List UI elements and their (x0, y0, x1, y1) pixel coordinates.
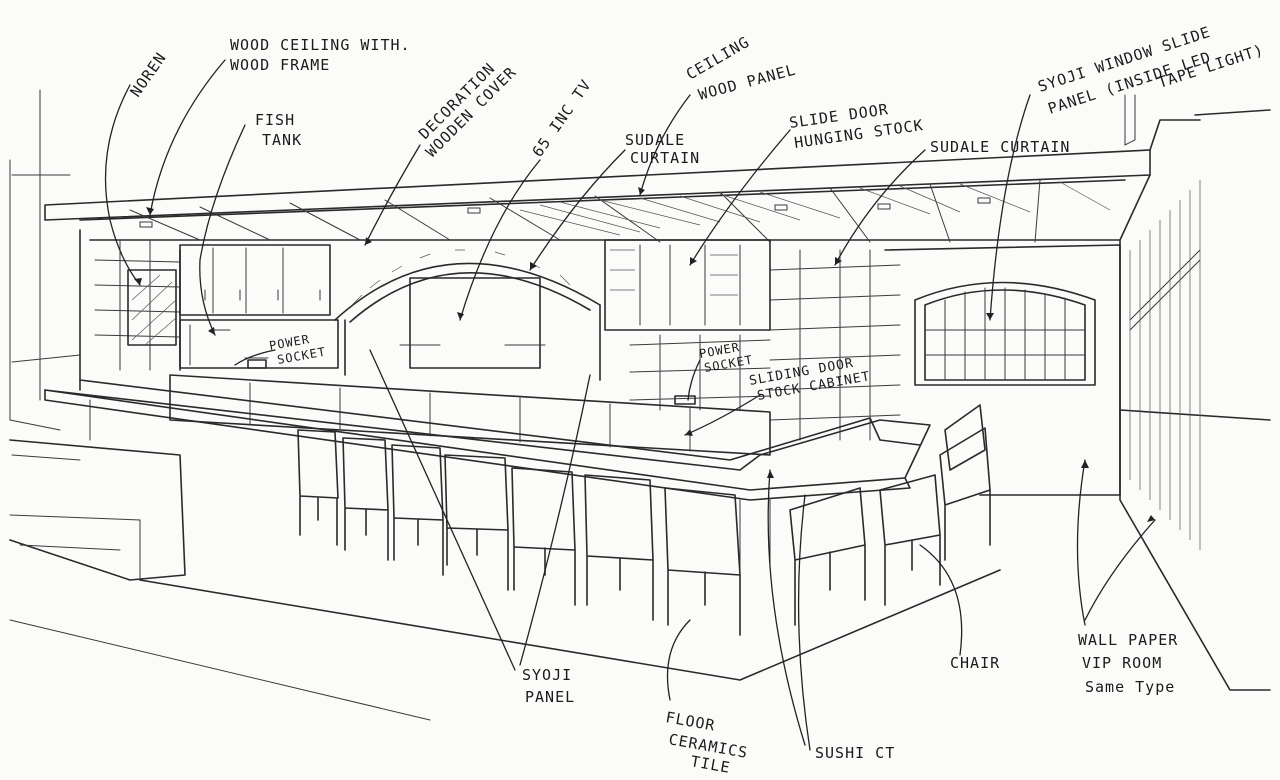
chair (939, 427, 991, 561)
arrowheads (134, 187, 1155, 522)
chair (342, 437, 389, 561)
label-syoji-panel-line2: PANEL (525, 688, 575, 706)
label-sudale-curtain-left-line2: CURTAIN (630, 149, 700, 167)
chair (789, 487, 866, 626)
chair (391, 444, 444, 576)
chair (444, 454, 509, 591)
upper-cabinet-right (604, 239, 771, 331)
upper-cabinet-left (179, 244, 331, 316)
chair-row (297, 404, 991, 636)
sushi-counter (44, 379, 931, 576)
chair (944, 404, 986, 471)
chair (879, 474, 941, 606)
floor-ceramics (9, 439, 1001, 721)
label-wall-paper-line3: Same Type (1085, 678, 1175, 696)
ceiling-wood-panel (79, 179, 1126, 243)
label-wood-ceiling-line2: WOOD FRAME (230, 56, 330, 74)
chair (511, 467, 576, 606)
annotation-labels: NOREN WOOD CEILING WITH. WOOD FRAME FISH… (127, 23, 1267, 777)
label-noren: NOREN (127, 49, 171, 100)
noren-curtain (127, 269, 177, 346)
tv-65-inch (399, 277, 546, 369)
syoji-window (914, 281, 1096, 386)
vip-room-wall (884, 180, 1201, 550)
label-sudale-curtain-right: SUDALE CURTAIN (930, 138, 1070, 156)
label-sudale-curtain-left-line1: SUDALE (625, 131, 685, 149)
label-sushi-ct: SUSHI CT (815, 744, 895, 762)
label-syoji-panel-line1: SYOJI (522, 666, 572, 684)
label-65inc-tv: 65 INC TV (529, 76, 596, 160)
label-fish-tank-line2: TANK (262, 131, 302, 149)
annotation-leaders (104, 59, 1156, 751)
label-wall-paper-line2: VIP ROOM (1082, 654, 1162, 672)
chair (584, 474, 654, 621)
chair (664, 487, 741, 636)
label-chair: CHAIR (950, 654, 1000, 672)
stock-cabinet (169, 359, 771, 456)
label-wood-ceiling-line1: WOOD CEILING WITH. (230, 36, 411, 54)
room-shell (9, 89, 1271, 691)
label-fish-tank-line1: FISH (255, 111, 295, 129)
label-wall-paper-line1: WALL PAPER (1078, 631, 1178, 649)
chair (297, 429, 339, 546)
decoration-arch (334, 249, 601, 381)
